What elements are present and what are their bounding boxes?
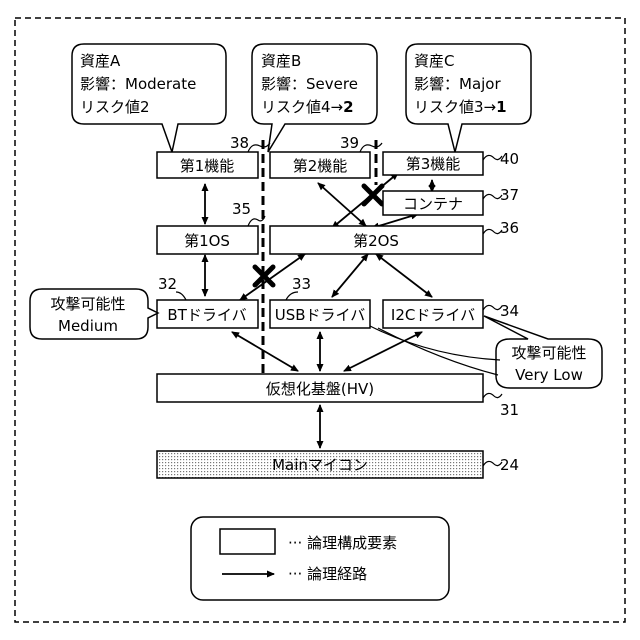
asset-c-callout: 資産C 影響：Major リスク値3→1 <box>406 44 531 152</box>
box-os2-label: 第2OS <box>353 232 399 250</box>
ref-35: 35 <box>232 200 251 218</box>
ref-31: 31 <box>500 401 519 419</box>
box-i2c-driver: I2Cドライバ <box>383 300 483 328</box>
bt-attack-level: Medium <box>58 317 118 335</box>
box-main-mcu-label: Mainマイコン <box>272 456 368 474</box>
asset-b-impact: 影響：Severe <box>261 75 358 93</box>
ref-37: 37 <box>500 186 519 204</box>
ref-38: 38 <box>230 134 249 152</box>
box-hypervisor: 仮想化基盤(HV) <box>157 374 483 402</box>
i2c-attack-level: Very Low <box>515 366 583 384</box>
i2c-attack-label: 攻撃可能性 <box>511 344 586 362</box>
ref-40: 40 <box>500 150 519 168</box>
asset-a-impact: 影響：Moderate <box>80 75 196 93</box>
asset-b-risk: リスク値4→ <box>261 98 343 116</box>
legend-element-swatch <box>220 529 275 554</box>
box-os2: 第2OS <box>270 226 483 254</box>
box-func3: 第3機能 <box>383 152 483 175</box>
asset-a-risk: リスク値2 <box>80 98 150 116</box>
legend: ··· 論理構成要素 ··· 論理経路 <box>191 517 449 600</box>
svg-text:リスク値3→1: リスク値3→1 <box>414 98 507 116</box>
box-bt-driver-label: BTドライバ <box>167 306 246 324</box>
path-os2-usb <box>332 254 368 297</box>
path-i2c-hv <box>344 332 422 371</box>
box-usb-driver: USBドライバ <box>270 300 370 328</box>
legend-element-label: ··· 論理構成要素 <box>288 534 397 552</box>
box-bt-driver: BTドライバ <box>157 300 258 328</box>
asset-a-name: 資産A <box>80 52 121 70</box>
box-os1: 第1OS <box>157 226 258 254</box>
box-func1: 第1機能 <box>157 152 258 178</box>
ref-32: 32 <box>158 275 177 293</box>
legend-path-label: ··· 論理経路 <box>288 565 367 583</box>
box-func2-label: 第2機能 <box>293 157 348 175</box>
svg-text:リスク値4→2: リスク値4→2 <box>261 98 354 116</box>
box-hypervisor-label: 仮想化基盤(HV) <box>266 380 374 398</box>
path-bt-hv <box>232 332 298 371</box>
ref-36: 36 <box>500 219 519 237</box>
path-os2-i2c <box>376 254 432 297</box>
ref-24: 24 <box>500 456 519 474</box>
asset-c-risk-new: 1 <box>496 98 506 116</box>
bt-attack-label: 攻撃可能性 <box>50 295 125 313</box>
box-func3-label: 第3機能 <box>406 155 461 173</box>
ref-34: 34 <box>500 302 519 320</box>
asset-a-callout: 資産A 影響：Moderate リスク値2 <box>72 44 226 152</box>
box-func1-label: 第1機能 <box>180 157 235 175</box>
box-os1-label: 第1OS <box>184 232 230 250</box>
asset-c-name: 資産C <box>414 52 454 70</box>
box-i2c-driver-label: I2Cドライバ <box>391 306 475 324</box>
asset-c-risk: リスク値3→ <box>414 98 496 116</box>
asset-b-name: 資産B <box>261 52 301 70</box>
box-main-mcu: Mainマイコン <box>157 451 483 478</box>
box-func2: 第2機能 <box>270 152 370 178</box>
asset-b-risk-new: 2 <box>343 98 353 116</box>
bt-attack-callout: 攻撃可能性 Medium <box>30 289 158 339</box>
asset-c-impact: 影響：Major <box>414 75 501 93</box>
box-container: コンテナ <box>383 191 483 215</box>
box-usb-driver-label: USBドライバ <box>275 306 366 324</box>
ref-39: 39 <box>340 134 359 152</box>
box-container-label: コンテナ <box>403 195 463 213</box>
blocked-mark-upper <box>364 186 382 204</box>
ref-33: 33 <box>292 275 311 293</box>
